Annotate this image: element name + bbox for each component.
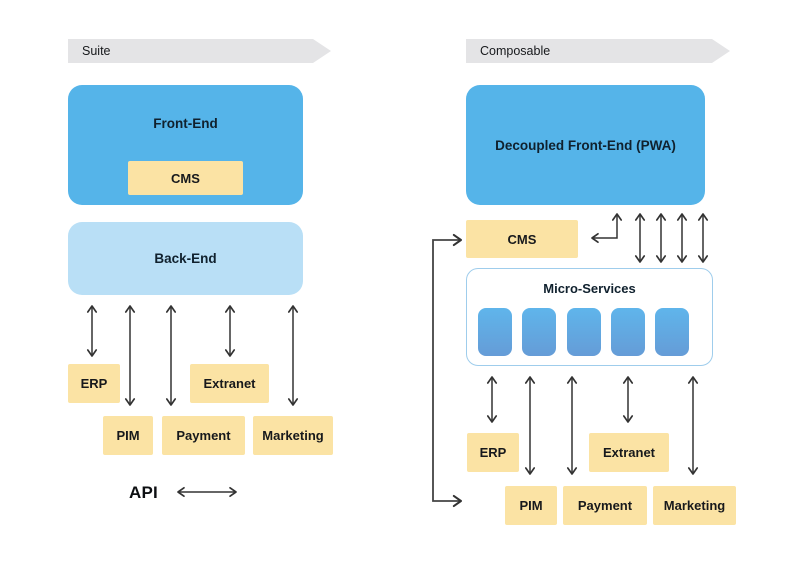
composable-banner-label: Composable	[480, 44, 551, 58]
micro-services-box: Micro-Services	[466, 268, 713, 366]
composable-payment-label: Payment	[577, 498, 633, 513]
suite-cms-label: CMS	[171, 170, 200, 186]
micro-services-tiles	[478, 308, 689, 356]
composable-pim-box: PIM	[505, 486, 557, 525]
suite-erp-label: ERP	[80, 376, 108, 391]
micro-service-tile	[655, 308, 689, 356]
suite-marketing-box: Marketing	[253, 416, 333, 455]
composable-extranet-label: Extranet	[602, 445, 656, 460]
suite-back-end-label: Back-End	[154, 251, 217, 266]
arrow-pwa-cms	[591, 213, 623, 244]
composable-front-end-label: Decoupled Front-End (PWA)	[495, 137, 676, 153]
suite-payment-label: Payment	[176, 428, 231, 443]
suite-front-end-label: Front-End	[153, 116, 218, 131]
suite-banner: Suite	[68, 39, 331, 63]
composable-erp-label: ERP	[479, 445, 507, 460]
arrow-cms-bypass	[432, 233, 463, 508]
composable-payment-box: Payment	[563, 486, 647, 525]
suite-extranet-box: Extranet	[190, 364, 269, 403]
suite-pim-box: PIM	[103, 416, 153, 455]
micro-service-tile	[566, 308, 601, 356]
composable-cms-label: CMS	[507, 231, 537, 247]
composable-marketing-label: Marketing	[663, 498, 726, 513]
suite-pim-label: PIM	[116, 428, 140, 443]
suite-back-end-box: Back-End	[68, 222, 303, 295]
micro-service-tile	[478, 308, 512, 356]
composable-pim-label: PIM	[519, 498, 543, 513]
composable-erp-box: ERP	[467, 433, 519, 472]
suite-payment-box: Payment	[162, 416, 245, 455]
suite-marketing-label: Marketing	[262, 428, 324, 443]
api-label: API	[129, 483, 158, 502]
micro-services-label: Micro-Services	[543, 281, 636, 296]
composable-extranet-box: Extranet	[589, 433, 669, 472]
suite-banner-label: Suite	[82, 44, 111, 58]
micro-service-tile	[610, 308, 645, 356]
composable-cms-box: CMS	[466, 220, 578, 258]
suite-extranet-label: Extranet	[203, 376, 256, 391]
micro-service-tile	[522, 308, 557, 356]
suite-cms-box: CMS	[128, 161, 243, 195]
composable-marketing-box: Marketing	[653, 486, 736, 525]
composable-banner: Composable	[466, 39, 730, 63]
suite-front-end-box: Front-End CMS	[68, 85, 303, 205]
suite-erp-box: ERP	[68, 364, 120, 403]
composable-front-end-box: Decoupled Front-End (PWA)	[466, 85, 705, 205]
